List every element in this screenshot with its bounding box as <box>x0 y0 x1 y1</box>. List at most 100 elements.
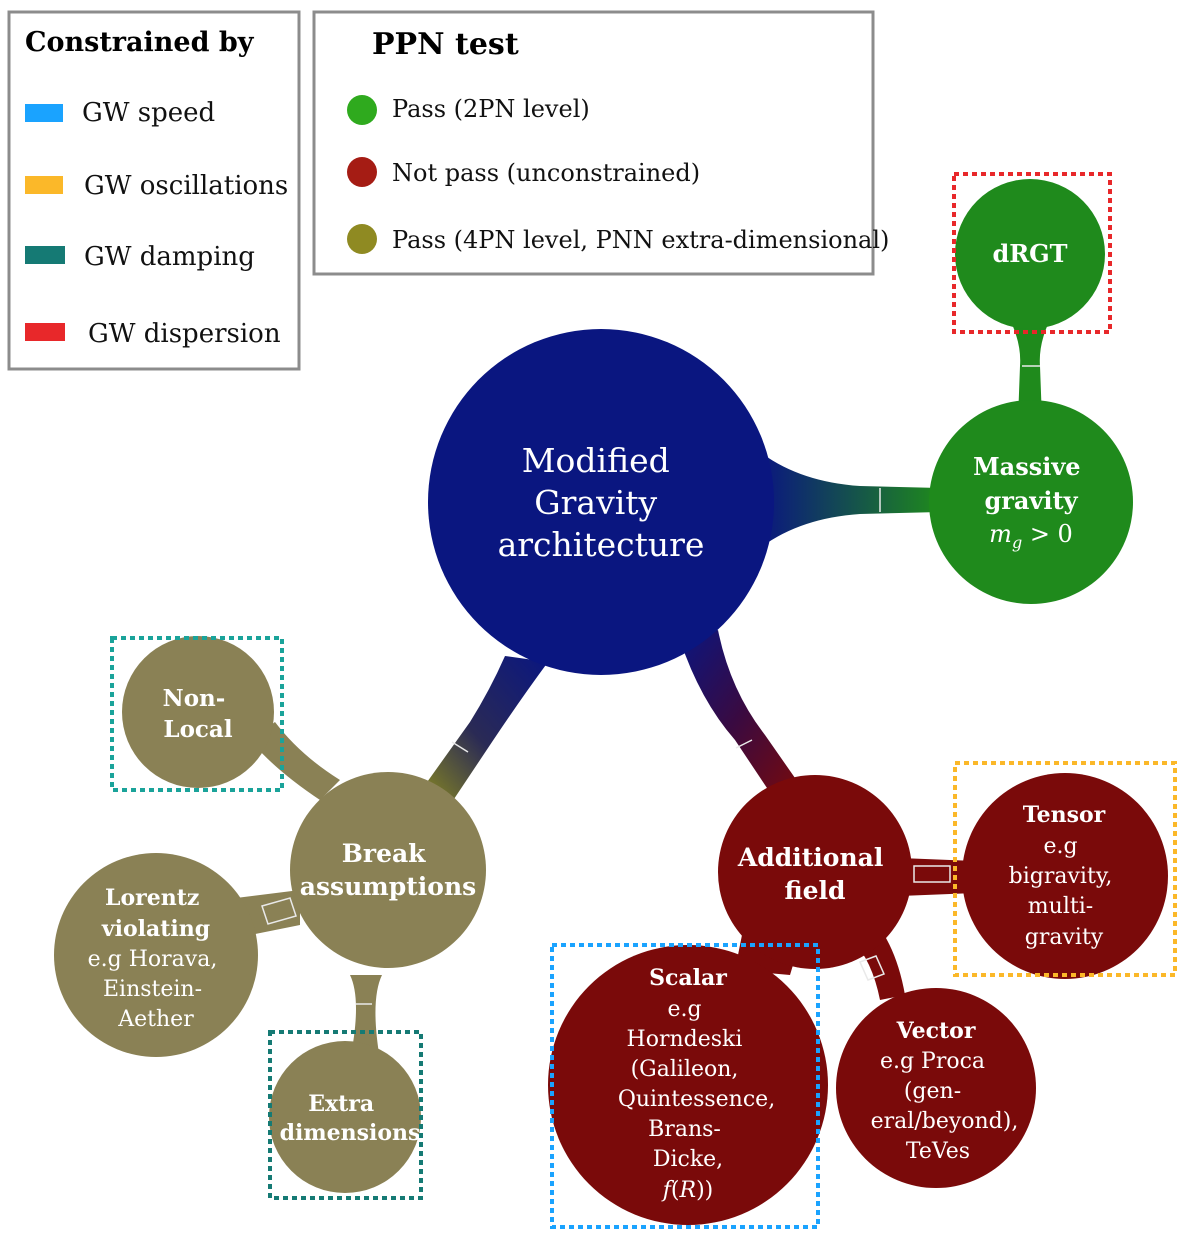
legend-label-pass-4pn: Pass (4PN level, PNN extra-dimensional) <box>392 226 889 254</box>
core-circle <box>428 329 774 675</box>
node-scalar: Scalar e.g Horndeski (Galileon, Quintess… <box>548 943 828 1229</box>
lorentz-text-line: e.g Horava, <box>88 947 218 972</box>
lorentz-label-line: violating <box>101 916 210 942</box>
svg-text:e.g bigravity, mul: e.g bigravity, multi- gravity <box>1009 834 1120 950</box>
break-label-line: Break <box>342 839 426 868</box>
legend-label-gw-speed: GW speed <box>82 98 215 128</box>
svg-text:Lorentz violating: Lorentz violating <box>101 885 210 942</box>
svg-text:Additional field: Additional field <box>737 843 892 905</box>
node-lorentz-violating: Lorentz violating e.g Horava, Einstein- … <box>54 853 258 1057</box>
legend-label-gw-dispersion: GW dispersion <box>88 319 281 349</box>
scalar-title: Scalar <box>649 965 727 991</box>
svg-text:Modified Gravity a: Modified Gravity architecture <box>498 441 705 564</box>
constraint-box-gw-damping <box>110 636 284 792</box>
core-label-line: architecture <box>498 525 705 564</box>
vector-text-line: (gen- <box>904 1079 961 1104</box>
legend-swatch-gw-dispersion <box>25 323 65 341</box>
nonlocal-label-line: Local <box>163 716 232 743</box>
svg-text:Extra dimensions: Extra dimensions <box>280 1091 421 1146</box>
scalar-formula: f(R)) <box>661 1178 714 1203</box>
legend-swatch-gw-oscillations <box>25 176 63 194</box>
vector-text-line: eral/beyond), <box>871 1109 1019 1134</box>
lorentz-text-line: Aether <box>117 1007 194 1032</box>
vector-text-line: e.g Proca <box>880 1049 985 1074</box>
connector-drgt-massive <box>1005 310 1055 420</box>
connector-break-nonlocal <box>250 722 340 800</box>
legend-dot-pass-2pn <box>347 95 377 125</box>
scalar-text-line: e.g <box>667 997 701 1022</box>
connector-core-break <box>420 656 548 802</box>
massive-label-line: Massive <box>973 452 1080 481</box>
node-additional-field: Additional field <box>718 775 912 969</box>
constraint-box-gw-damping <box>268 1030 423 1200</box>
node-tensor: Tensor e.g bigravity, multi- gravity <box>953 761 1177 979</box>
additional-label-line: Additional <box>737 843 883 872</box>
nonlocal-circle <box>122 636 274 788</box>
node-vector: Vector e.g Proca (gen- eral/beyond), TeV… <box>836 988 1036 1188</box>
tensor-text-line: gravity <box>1025 925 1104 950</box>
tensor-title: Tensor <box>1023 802 1106 828</box>
constraint-box-gw-oscillations <box>953 761 1177 977</box>
break-label-line: assumptions <box>300 872 476 901</box>
connector-core-additional <box>680 630 802 800</box>
scalar-circle <box>548 945 828 1225</box>
legend-label-gw-oscillations: GW oscillations <box>84 171 288 201</box>
scalar-text-line: Brans- <box>648 1117 721 1142</box>
scalar-text-line: Dicke, <box>653 1147 723 1172</box>
lorentz-label-line: Lorentz <box>105 885 199 911</box>
svg-text:e.g Horava, Einstein-: e.g Horava, Einstein- Aether <box>88 947 225 1032</box>
node-extra-dimensions: Extra dimensions <box>268 1030 423 1200</box>
drgt-label: dRGT <box>992 239 1067 268</box>
constraint-box-gw-dispersion <box>952 172 1112 334</box>
core-label-line: Modified <box>522 441 670 480</box>
node-break-assumptions: Break assumptions <box>290 772 486 968</box>
vector-title: Vector <box>896 1018 976 1044</box>
massive-circle <box>929 400 1133 604</box>
svg-text:Non- Local: Non- Local <box>163 685 234 743</box>
tensor-text-line: bigravity, <box>1009 864 1113 889</box>
svg-text:Break assumptions: Break assumptions <box>300 839 476 901</box>
legend-label-not-pass: Not pass (unconstrained) <box>392 159 700 187</box>
legend-constrained-title: Constrained by <box>25 27 255 58</box>
node-massive-gravity: Massive gravity mg > 0 <box>929 400 1133 604</box>
nonlocal-label-line: Non- <box>163 685 226 712</box>
massive-label-line: gravity <box>984 486 1078 515</box>
connector-divider <box>451 741 469 753</box>
legend-label-gw-damping: GW damping <box>84 242 255 272</box>
legend-ppn: PPN test Pass (2PN level) Not pass (unco… <box>312 10 889 276</box>
connector-divider <box>261 897 297 925</box>
connector-divider <box>858 955 886 981</box>
lorentz-circle <box>54 853 258 1057</box>
massive-formula: mg > 0 <box>989 520 1073 552</box>
drgt-circle <box>955 179 1105 329</box>
connector-break-extra <box>350 975 382 1060</box>
additional-label-line: field <box>784 876 845 905</box>
svg-text:e.g Proca (gen- er: e.g Proca (gen- eral/beyond), TeVes <box>871 1049 1026 1164</box>
svg-text:e.g Horndeski (Gal: e.g Horndeski (Galileon, Quintessence, B… <box>618 997 782 1172</box>
tensor-text-line: e.g <box>1043 834 1077 859</box>
scalar-text-line: Quintessence, <box>618 1087 775 1112</box>
constraint-box-gw-speed <box>550 943 820 1229</box>
tensor-circle <box>962 773 1168 979</box>
node-drgt: dRGT <box>952 172 1112 334</box>
svg-text:Massive gravity: Massive gravity <box>973 452 1089 515</box>
legend-dot-pass-4pn <box>347 224 377 254</box>
connector-divider <box>913 865 951 883</box>
legend-constrained: Constrained by GW speed GW oscillations … <box>7 10 301 371</box>
legend-ppn-frame <box>312 10 875 276</box>
node-core: Modified Gravity architecture <box>428 329 774 675</box>
lorentz-text-line: Einstein- <box>103 977 202 1002</box>
legend-dot-not-pass <box>347 157 377 187</box>
legend-swatch-gw-damping <box>25 246 65 264</box>
node-non-local: Non- Local <box>110 636 284 792</box>
connector-core-massive <box>760 452 940 548</box>
tensor-text-line: multi- <box>1028 894 1093 919</box>
extra-label-line: Extra <box>308 1091 374 1117</box>
break-circle <box>290 772 486 968</box>
core-label-line: Gravity <box>534 483 657 522</box>
legend-label-pass-2pn: Pass (2PN level) <box>392 95 590 123</box>
vector-circle <box>836 988 1036 1188</box>
connector-divider <box>735 739 753 749</box>
legend-swatch-gw-speed <box>25 104 63 122</box>
